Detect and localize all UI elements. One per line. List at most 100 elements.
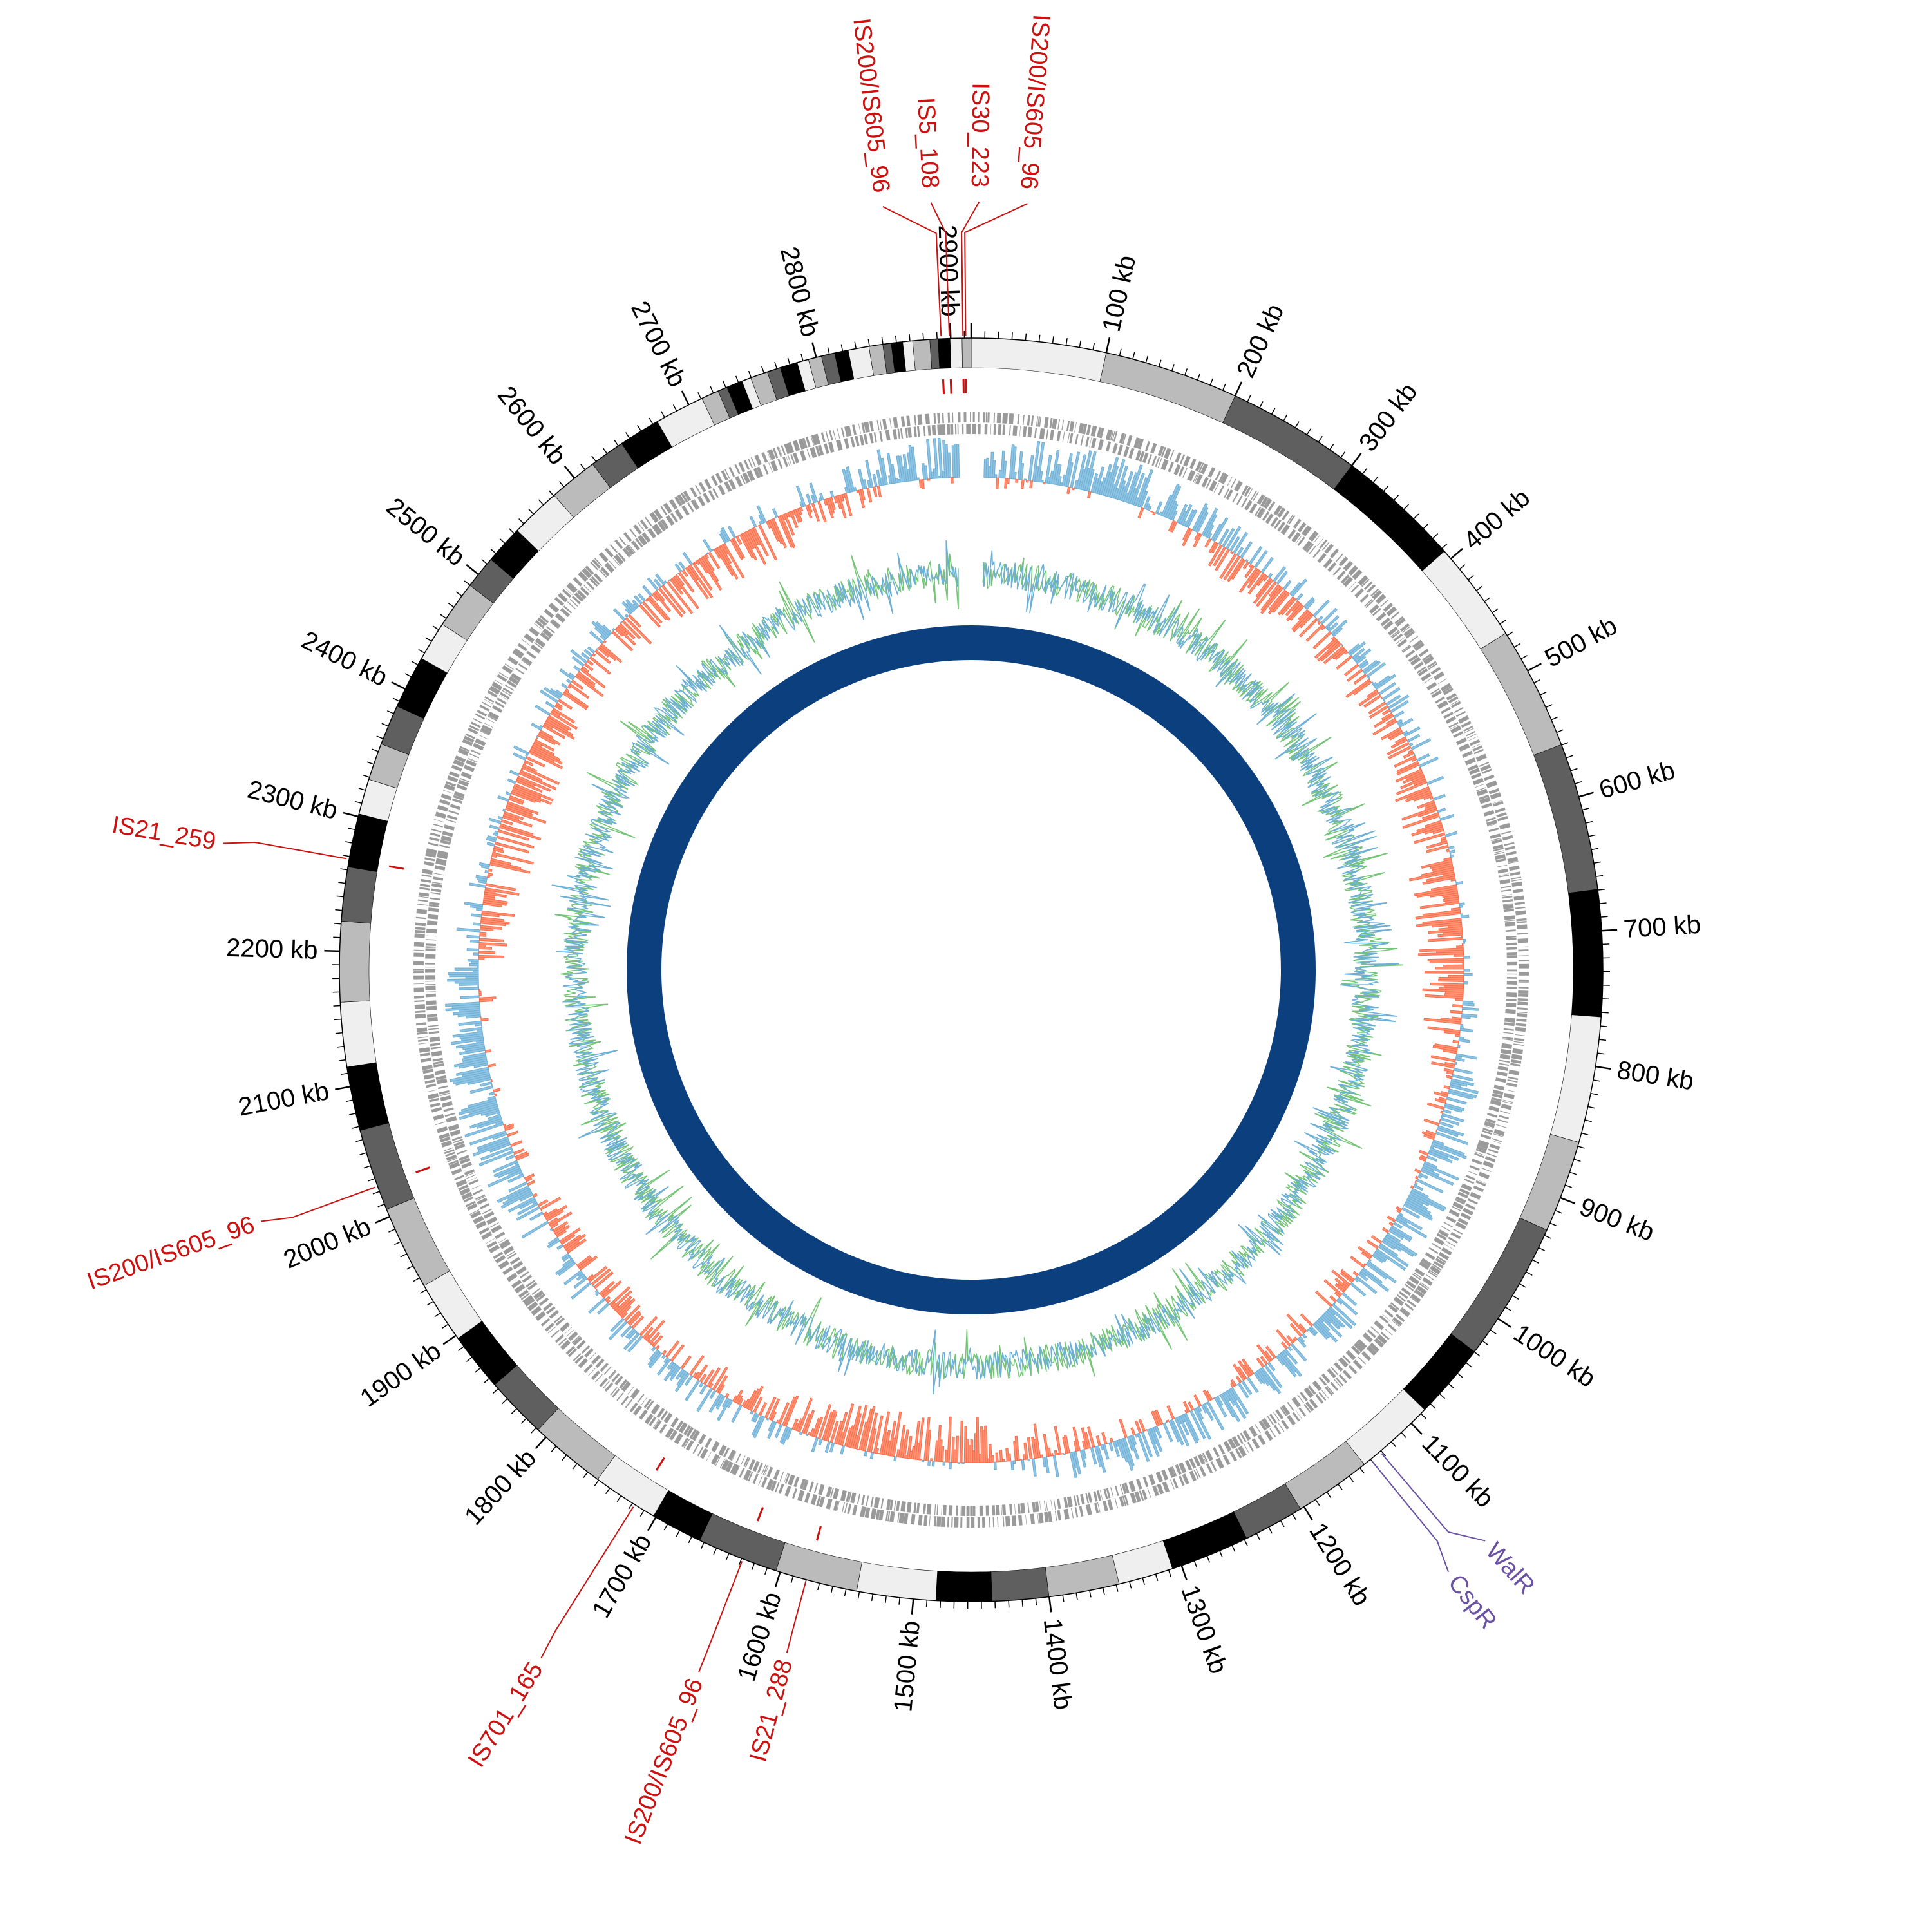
tick-label: 800 kb: [1615, 1056, 1696, 1096]
minor-tick: [1430, 1403, 1436, 1409]
minor-tick: [625, 432, 630, 439]
minor-tick: [355, 1139, 363, 1142]
inner-ring: [627, 625, 1316, 1314]
minor-tick: [511, 1408, 517, 1414]
tick-label: 300 kb: [1354, 378, 1423, 457]
tick-label: 2400 kb: [298, 626, 392, 692]
major-tick: [1351, 453, 1362, 466]
minor-tick: [366, 761, 374, 765]
minor-tick: [1570, 768, 1578, 772]
minor-tick: [475, 1367, 481, 1373]
major-tick: [1560, 1197, 1575, 1204]
minor-tick: [1338, 1484, 1343, 1490]
minor-tick: [1490, 1329, 1497, 1334]
minor-tick: [854, 341, 857, 349]
ideogram-band: [1533, 744, 1598, 894]
minor-tick: [1268, 1527, 1273, 1534]
minor-tick: [413, 1277, 420, 1282]
tick-label: 900 kb: [1576, 1193, 1658, 1247]
minor-tick: [1079, 340, 1081, 348]
is-element-label: IS701_165: [463, 1658, 549, 1772]
minor-tick: [1231, 1545, 1236, 1552]
minor-tick: [427, 1301, 434, 1306]
minor-tick: [518, 518, 524, 524]
minor-tick: [548, 490, 554, 497]
minor-tick: [1600, 916, 1608, 918]
is-leader-line: [964, 203, 1028, 336]
minor-tick: [466, 1356, 473, 1362]
minor-tick: [628, 1502, 633, 1510]
minor-tick: [490, 548, 497, 554]
minor-tick: [1432, 533, 1439, 539]
minor-tick: [1359, 1467, 1365, 1474]
ideogram-band: [1345, 1388, 1425, 1465]
is-element-label: IS200/IS605_96: [1015, 14, 1055, 191]
regulator-leader-line: [1371, 1461, 1449, 1573]
minor-tick: [1294, 421, 1300, 428]
is-element-marker: [756, 1506, 764, 1522]
minor-tick: [1383, 486, 1389, 492]
minor-tick: [1219, 1550, 1223, 1558]
minor-tick: [591, 455, 597, 462]
tick-label: 500 kb: [1540, 611, 1622, 673]
minor-tick: [354, 800, 362, 804]
minor-tick: [1593, 1079, 1600, 1082]
ideogram-band: [935, 1571, 992, 1602]
minor-tick: [1329, 443, 1334, 450]
minor-tick: [348, 1112, 356, 1115]
ideogram-band: [949, 337, 963, 368]
minor-tick: [1561, 742, 1569, 746]
minor-tick: [1591, 848, 1599, 851]
major-tick: [1105, 337, 1111, 353]
minor-tick: [1259, 401, 1264, 408]
tick-label: 1500 kb: [889, 1620, 925, 1714]
minor-tick: [827, 347, 830, 355]
minor-tick: [1540, 691, 1547, 696]
tick-label: 1200 kb: [1303, 1518, 1376, 1611]
ideogram-band: [1568, 889, 1604, 1018]
minor-tick: [898, 1597, 900, 1605]
ideogram-band: [961, 337, 972, 368]
minor-tick: [580, 464, 586, 470]
minor-tick: [1588, 834, 1596, 837]
minor-tick: [639, 1510, 645, 1517]
minor-tick: [602, 447, 608, 454]
minor-tick: [940, 1600, 942, 1608]
is-element-label: IS200/IS605_96: [848, 17, 895, 194]
minor-tick: [346, 1099, 354, 1103]
major-tick: [1234, 381, 1243, 397]
ideogram-band: [1045, 1555, 1120, 1597]
minor-tick: [1599, 902, 1607, 904]
minor-tick: [400, 1253, 407, 1258]
is-leader-line: [223, 841, 347, 860]
minor-tick: [1565, 1184, 1572, 1188]
major-tick: [1497, 1318, 1511, 1328]
is-leader-line: [961, 201, 980, 336]
minor-tick: [483, 1378, 490, 1384]
minor-tick: [558, 481, 565, 488]
minor-tick: [371, 748, 379, 752]
major-tick: [1578, 791, 1594, 798]
minor-tick: [1584, 1119, 1592, 1122]
minor-tick: [352, 1126, 359, 1129]
minor-tick: [830, 1586, 833, 1594]
minor-tick: [867, 339, 870, 346]
minor-tick: [1587, 1106, 1595, 1109]
major-tick: [535, 1436, 547, 1450]
minor-tick: [1142, 1577, 1145, 1585]
minor-tick: [1271, 408, 1276, 415]
minor-tick: [1538, 1247, 1546, 1251]
is-element-marker: [942, 379, 945, 395]
tick-label: 2000 kb: [279, 1212, 375, 1274]
is-element-markers: [388, 379, 967, 1541]
minor-tick: [404, 673, 412, 677]
tick-label: 200 kb: [1231, 300, 1289, 383]
minor-tick: [1457, 1372, 1464, 1378]
tick-label: 2800 kb: [775, 244, 825, 340]
tick-label: 2300 kb: [245, 775, 341, 825]
ideogram-band: [1099, 352, 1236, 423]
minor-tick: [857, 1591, 860, 1599]
minor-tick: [1380, 1450, 1387, 1457]
minor-tick: [333, 1005, 341, 1007]
